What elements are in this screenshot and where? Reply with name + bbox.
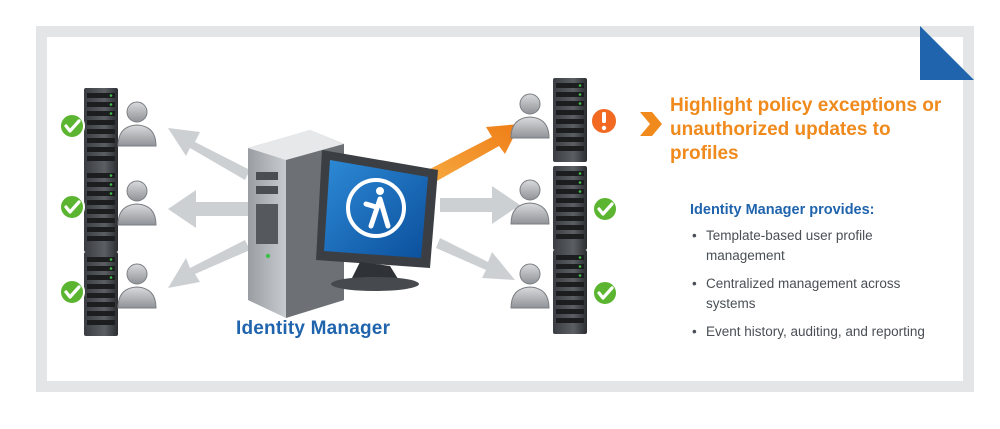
feature-item: Event history, auditing, and reporting <box>690 322 950 342</box>
identity-manager-label: Identity Manager <box>236 318 391 339</box>
connector-arrows-right <box>436 186 520 280</box>
right-node-alert <box>510 78 618 162</box>
alert-icon <box>590 107 618 135</box>
connector-arrows-left <box>168 128 250 288</box>
monitor-icon <box>316 150 438 291</box>
right-node-2 <box>510 166 619 250</box>
left-node-2 <box>58 168 157 252</box>
left-node-3 <box>58 252 157 336</box>
headline-pointer-icon <box>640 112 662 136</box>
left-node-1 <box>58 88 157 172</box>
feature-item: Centralized management across systems <box>690 274 950 314</box>
corner-triangle-icon <box>920 26 974 80</box>
feature-item: Template-based user profile management <box>690 226 950 266</box>
provides-title: Identity Manager provides: <box>690 202 875 218</box>
policy-exceptions-headline: Highlight policy exceptions or unauthori… <box>670 95 942 164</box>
right-node-3 <box>510 250 619 334</box>
highlight-arrow <box>428 124 520 182</box>
feature-list: Template-based user profile management C… <box>690 226 950 350</box>
identity-logo-icon <box>346 178 406 238</box>
